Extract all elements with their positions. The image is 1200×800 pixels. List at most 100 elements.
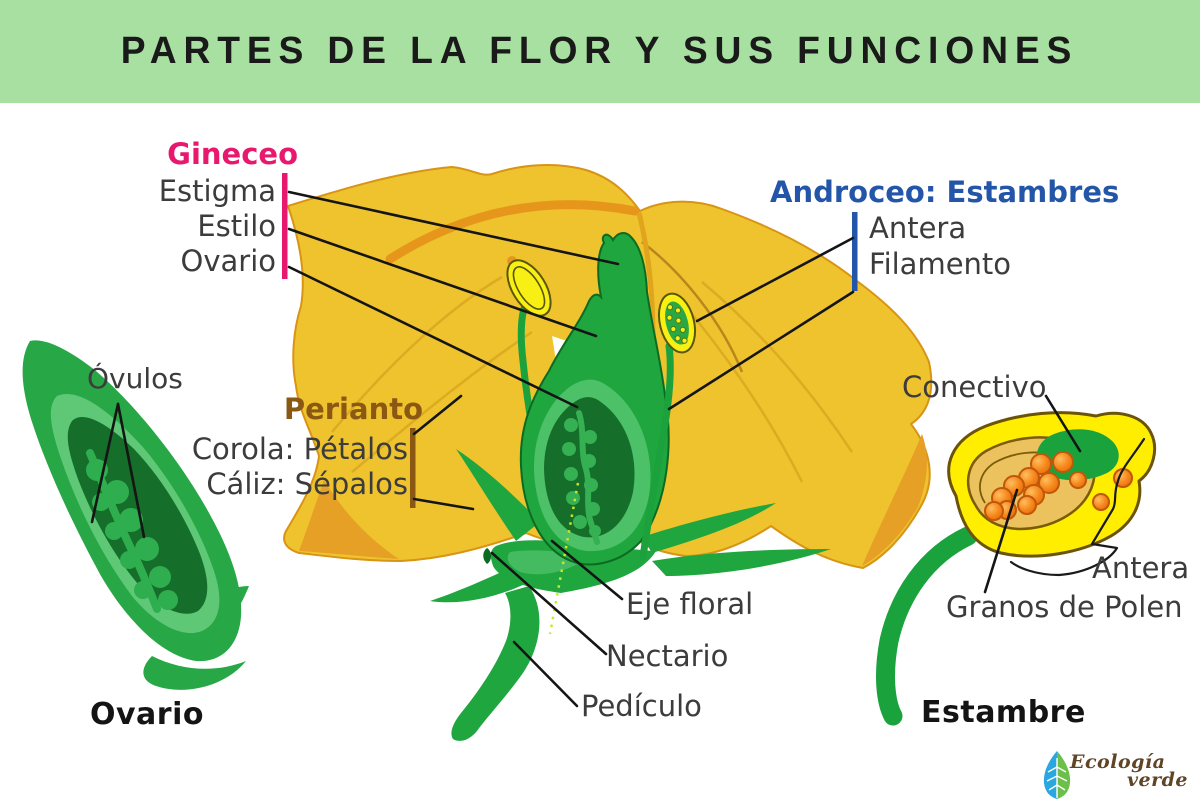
filament-curve xyxy=(876,526,978,726)
androceo-title: Androceo: Estambres xyxy=(770,175,1120,209)
ovary-diagram xyxy=(22,340,249,690)
pollen-grain xyxy=(1017,495,1037,515)
pollen-grains xyxy=(984,451,1133,521)
label-ovulos: Óvulos xyxy=(87,362,183,395)
leaf-vein xyxy=(1056,775,1068,782)
stamen-diagram xyxy=(876,411,1156,726)
androceo-bar xyxy=(852,212,858,291)
estilo-line xyxy=(287,227,598,338)
ovules-in-flower xyxy=(562,418,601,537)
conectivo-line xyxy=(1044,394,1082,453)
ovule xyxy=(583,430,597,444)
sepal-right-lower xyxy=(652,549,831,576)
pollen-grain xyxy=(1052,451,1074,473)
sepal-left-upper xyxy=(456,449,540,541)
ovule xyxy=(158,590,178,610)
ovule xyxy=(134,581,152,599)
logo-wordmark: Ecología xyxy=(1070,751,1166,773)
ovule xyxy=(584,478,598,492)
pollen-grain xyxy=(984,501,1004,521)
flower-cross-section xyxy=(283,164,933,741)
label-antera: Antera xyxy=(869,211,967,245)
floral-axis-dashed-line xyxy=(548,482,580,635)
ovulos-line xyxy=(116,402,146,539)
perianto-title: Perianto xyxy=(283,392,423,426)
ovule xyxy=(564,418,578,432)
antera-bracket xyxy=(1009,437,1146,577)
pollen-dot xyxy=(681,337,688,344)
pollen-dot xyxy=(666,304,674,311)
petal-vein xyxy=(331,275,503,433)
ovario-line xyxy=(287,265,579,409)
pollen-dot xyxy=(679,326,686,333)
label-conectivo: Conectivo xyxy=(902,370,1047,404)
pollen-grain xyxy=(1030,453,1052,475)
ovule xyxy=(119,508,143,532)
estigma-line xyxy=(287,190,620,266)
ovule xyxy=(586,502,600,516)
left-anther xyxy=(506,259,552,317)
ovule xyxy=(105,522,123,540)
ovule xyxy=(564,467,578,481)
eje-floral-line xyxy=(550,539,624,601)
label-nectario: Nectario xyxy=(606,639,729,673)
sepal-right-upper xyxy=(642,503,776,553)
sepalos-line xyxy=(412,497,475,511)
leaf-vein xyxy=(1048,784,1058,791)
leaf-vein xyxy=(1047,766,1058,773)
ovule xyxy=(589,525,601,537)
ovule xyxy=(582,454,596,468)
ovule xyxy=(573,515,587,529)
petal-vein xyxy=(681,301,804,483)
label-estigma: Estigma xyxy=(158,174,276,208)
logo-wordmark-second: verde xyxy=(1127,769,1189,791)
perianto-bar xyxy=(410,428,416,508)
pediculo-line xyxy=(512,640,579,708)
ovule xyxy=(120,551,138,569)
pollen-dot xyxy=(675,317,682,324)
pollen-sac-dots xyxy=(666,304,688,344)
petal-top-ridge xyxy=(385,200,640,264)
label-caliz-sepalos: Cáliz: Sépalos xyxy=(206,467,408,501)
leaf-vein xyxy=(1056,784,1066,791)
petalos-line xyxy=(412,394,463,436)
pollen-grain-loose xyxy=(1069,471,1087,489)
label-antera-right: Antera xyxy=(1092,551,1190,585)
pollen-grain-loose xyxy=(1092,493,1110,511)
pollen-dot xyxy=(674,307,682,314)
petal-vein xyxy=(351,330,533,473)
label-granos-de-polen: Granos de Polen xyxy=(946,590,1183,624)
petal-underside-left xyxy=(299,480,399,559)
ovary-base-curl xyxy=(143,656,246,690)
nectary-notch xyxy=(483,548,492,564)
anther-outer xyxy=(506,259,552,317)
ovule xyxy=(566,491,580,505)
leaf-icon xyxy=(1043,751,1071,799)
section-bars xyxy=(282,173,858,508)
petal-vein xyxy=(701,281,854,453)
right-filament xyxy=(639,342,674,561)
pollen-grain xyxy=(1038,472,1060,494)
petal-vein xyxy=(641,241,744,373)
caption-estambre: Estambre xyxy=(921,695,1086,730)
ovule xyxy=(149,566,171,588)
pollen-dot xyxy=(670,325,677,333)
title-banner: PARTES DE LA FLOR Y SUS FUNCIONES xyxy=(0,0,1200,103)
label-eje-floral: Eje floral xyxy=(626,587,754,621)
caption-ovario: Ovario xyxy=(90,697,204,732)
pedicel-stem xyxy=(451,586,540,741)
pollen-dot xyxy=(666,314,673,321)
petal-underside-right xyxy=(862,434,927,566)
leaf-right-half xyxy=(1057,751,1071,799)
label-estilo: Estilo xyxy=(197,209,276,243)
gineceo-title: Gineceo xyxy=(167,137,298,171)
page-title: PARTES DE LA FLOR Y SUS FUNCIONES xyxy=(121,30,1079,72)
label-corola-petalos: Corola: Pétalos xyxy=(191,432,408,466)
ovule xyxy=(135,537,159,561)
ovule xyxy=(105,480,129,504)
leaf-left-half xyxy=(1043,751,1057,799)
ovulos-line xyxy=(90,402,120,524)
granos-line xyxy=(983,488,1019,594)
